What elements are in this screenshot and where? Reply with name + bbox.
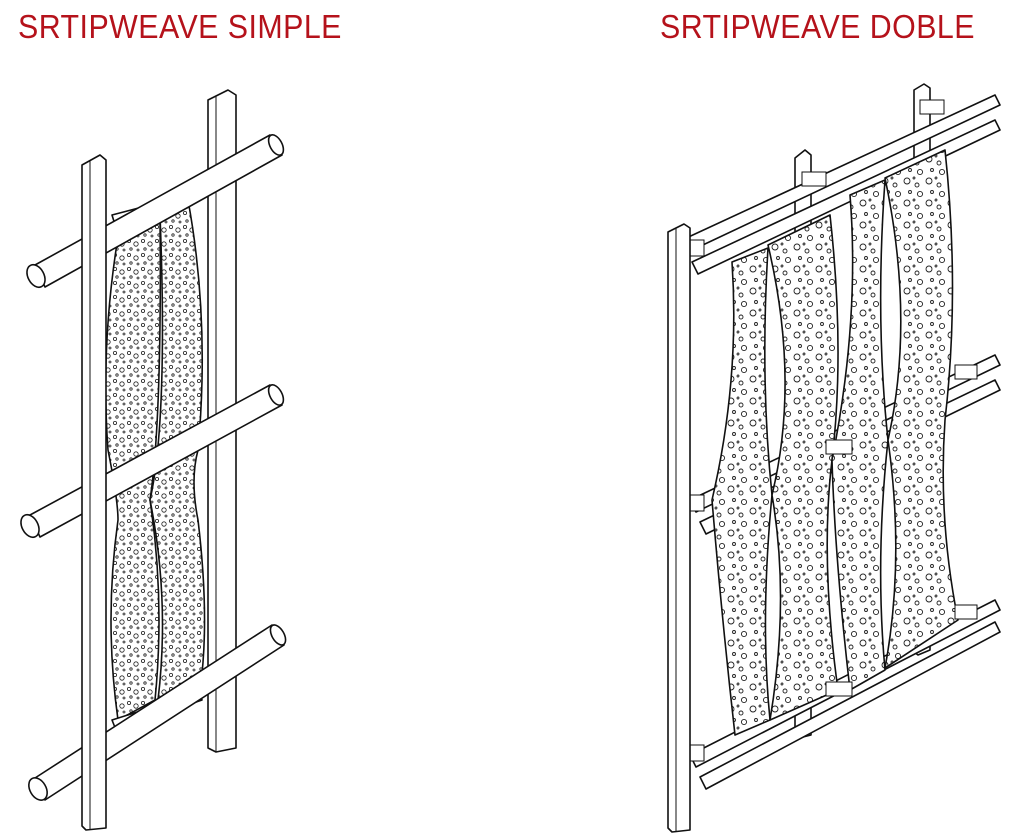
perforated-strip-4 xyxy=(884,149,959,669)
perforated-strip-1 xyxy=(711,247,773,736)
vertical-channel-left xyxy=(81,154,107,831)
perforated-strip-3 xyxy=(831,179,889,691)
vertical-channel-left xyxy=(667,223,691,833)
stripweave-doble-drawing xyxy=(667,83,1001,833)
title-stripweave-doble: SRTIPWEAVE DOBLE xyxy=(660,8,975,45)
stripweave-simple-drawing xyxy=(20,89,287,831)
perforated-strip-2 xyxy=(767,214,839,721)
title-stripweave-simple: SRTIPWEAVE SIMPLE xyxy=(18,8,342,45)
